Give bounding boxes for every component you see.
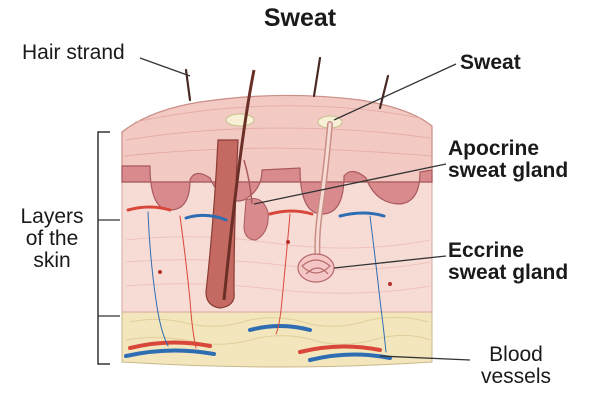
label-apocrine-sweat-gland: Apocrine sweat gland <box>448 137 569 182</box>
eccrine-gland-coil <box>297 253 335 283</box>
papillary-folds <box>121 165 433 215</box>
label-sweat: Sweat <box>460 51 521 74</box>
epidermis-texture <box>123 105 433 157</box>
label-hair-strand: Hair strand <box>22 41 125 64</box>
label-eccrine-sweat-gland: Eccrine sweat gland <box>448 239 569 284</box>
layers-bracket <box>97 131 110 365</box>
sweat-droplet <box>225 113 255 127</box>
apocrine-gland <box>243 198 269 241</box>
epidermis-layer <box>121 94 433 183</box>
apocrine-duct <box>243 159 253 205</box>
hair-shaft <box>222 69 256 301</box>
dermis-fibers <box>125 236 431 294</box>
leader-lines <box>139 57 471 361</box>
label-blood-vessels: Blood vessels <box>480 343 552 388</box>
label-layers-of-the-skin: Layers of the skin <box>20 205 84 272</box>
diagram-title: Sweat <box>263 4 337 32</box>
dermis-dots <box>158 240 392 286</box>
hair-follicle <box>205 139 239 309</box>
